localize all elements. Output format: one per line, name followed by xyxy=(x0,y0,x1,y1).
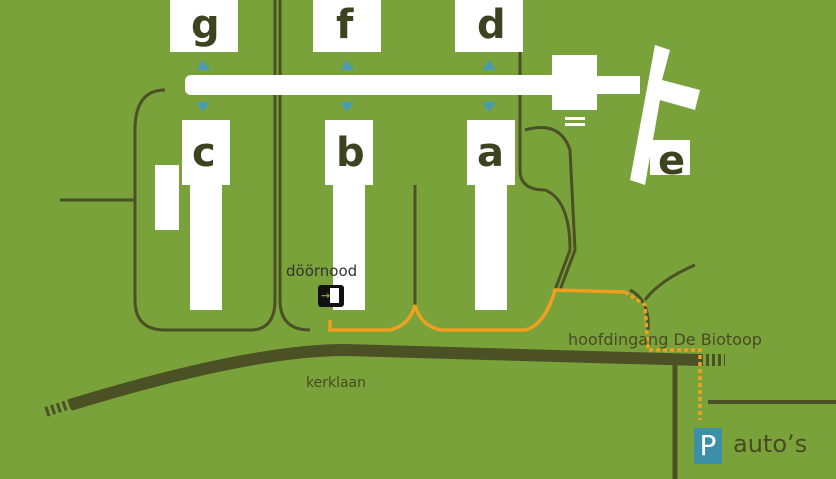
building-c-label: c xyxy=(192,130,216,176)
building-d-label: d xyxy=(477,2,506,48)
parking-label: auto’s xyxy=(733,430,808,458)
connectors xyxy=(196,60,496,112)
entrance-label: döörnood xyxy=(286,262,358,280)
building-g-label: g xyxy=(191,2,220,48)
building-f-label: f xyxy=(336,2,354,48)
street-label: kerklaan xyxy=(306,375,367,391)
entrance-icon[interactable]: → xyxy=(318,285,344,307)
walking-route xyxy=(328,288,702,420)
building-b-label: b xyxy=(336,130,365,176)
parking-icon[interactable]: P xyxy=(694,428,722,464)
paths xyxy=(60,0,696,332)
buildings xyxy=(155,0,700,310)
building-a-label: a xyxy=(477,130,504,176)
building-e-label: e xyxy=(658,138,686,184)
main-entrance-label: hoofdingang De Biotoop xyxy=(568,330,762,349)
roads xyxy=(44,343,836,479)
